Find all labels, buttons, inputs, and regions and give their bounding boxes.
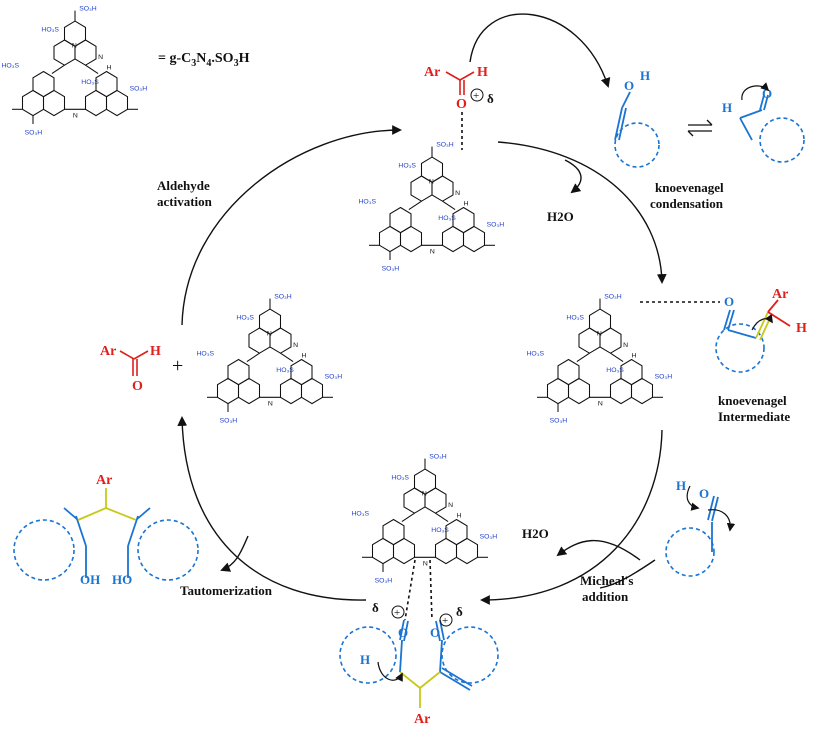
- label-addition: addition: [582, 589, 629, 604]
- svg-text:+: +: [394, 607, 400, 619]
- catalyst-top: [357, 141, 505, 274]
- cycle-arrow-top-left: [181, 125, 402, 326]
- svg-text:O: O: [456, 97, 467, 112]
- aldehyde-transfer-arrow: [469, 13, 611, 88]
- svg-text:H: H: [796, 321, 807, 336]
- svg-text:Ar: Ar: [772, 287, 788, 302]
- enol-in-arrow: [599, 559, 656, 589]
- svg-text:δ: δ: [456, 604, 463, 619]
- svg-text:O: O: [699, 486, 709, 501]
- water-2: H2O: [522, 526, 549, 541]
- svg-text:O: O: [762, 86, 772, 101]
- catalyst-bottom: [350, 453, 498, 586]
- svg-text:O: O: [132, 379, 143, 394]
- svg-text:Ar: Ar: [100, 344, 116, 359]
- svg-text:Ar: Ar: [424, 65, 440, 80]
- svg-text:OH: OH: [80, 572, 100, 587]
- tautomer-out-arrow: [220, 535, 249, 572]
- label-condensation: condensation: [650, 196, 724, 211]
- svg-text:+: +: [442, 615, 448, 627]
- svg-text:H: H: [150, 344, 161, 359]
- svg-text:Ar: Ar: [96, 473, 112, 488]
- label-micheal: Micheal's: [580, 573, 633, 588]
- svg-text:H: H: [360, 652, 370, 667]
- label-intermediate: Intermediate: [718, 409, 790, 424]
- svg-text:O: O: [430, 625, 440, 640]
- svg-text:+: +: [172, 355, 183, 377]
- catalyst-right: [525, 293, 673, 426]
- label-knoevenagel-1: knoevenagel: [655, 180, 724, 195]
- svg-text:O: O: [624, 78, 634, 93]
- svg-text:H: H: [640, 68, 650, 83]
- cycle-arrow-top-right: [497, 141, 667, 284]
- svg-text:O: O: [398, 625, 408, 640]
- svg-text:+: +: [473, 90, 479, 102]
- cycle-arrow-bottom-right: [480, 429, 663, 605]
- svg-text:H: H: [477, 65, 488, 80]
- legend-formula: = g-C3N4.SO3H: [158, 51, 250, 69]
- water-out-arrow-1: [564, 159, 582, 194]
- label-activation: activation: [157, 194, 213, 209]
- catalyst-legend: [0, 5, 148, 138]
- water-out-arrow-2: [556, 539, 641, 561]
- cycle-arrow-bottom-left: [177, 416, 367, 601]
- svg-text:O: O: [724, 294, 734, 309]
- label-aldehyde: Aldehyde: [157, 178, 210, 193]
- label-knoevenagel-2: knoevenagel: [718, 393, 787, 408]
- svg-text:Ar: Ar: [414, 712, 430, 727]
- svg-text:δ: δ: [372, 600, 379, 615]
- svg-text:δ: δ: [487, 91, 494, 106]
- svg-text:HO: HO: [112, 572, 132, 587]
- catalyst-left: [195, 293, 343, 426]
- svg-text:H: H: [676, 478, 686, 493]
- svg-text:H: H: [722, 100, 732, 115]
- water-1: H2O: [547, 209, 574, 224]
- label-tautomerization: Tautomerization: [180, 583, 273, 598]
